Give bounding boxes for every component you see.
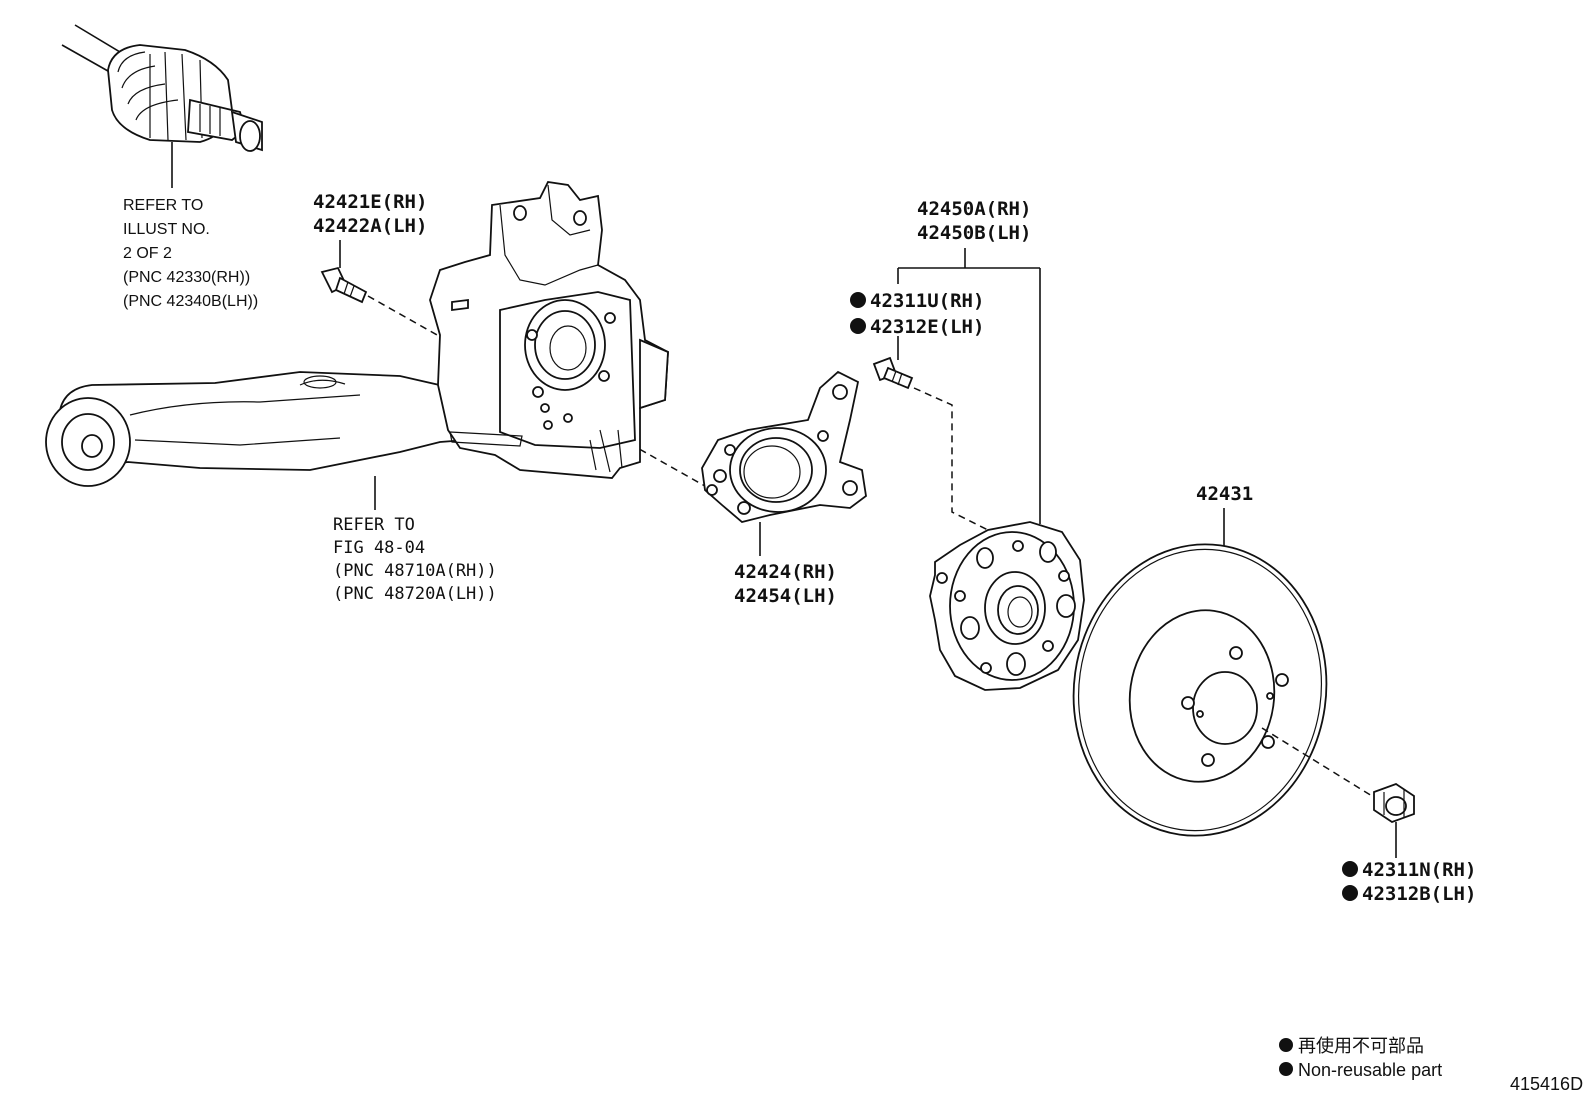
drive-shaft-illustration: [61, 24, 263, 188]
hub-bolt-icon: [872, 356, 914, 390]
shaft-ref-line-4: (PNC 42330(RH)): [123, 269, 250, 286]
legend-bullet-icon: [1279, 1062, 1293, 1076]
shaft-ref-line-2: ILLUST NO.: [123, 221, 210, 238]
carrier-lh-label: 42454(LH): [734, 585, 837, 607]
hub-bolt-lh-label: 42312E(LH): [870, 316, 984, 338]
arm-ref-line-1: REFER TO: [333, 515, 415, 535]
hub-bolt-rh-label: 42311U(RH): [870, 290, 984, 312]
shaft-ref-line-3: 2 OF 2: [123, 245, 172, 262]
arm-ref-line-2: FIG 48-04: [333, 538, 425, 558]
steering-knuckle-illustration: [429, 181, 669, 479]
hub-assy-lh-label: 42450B(LH): [917, 222, 1031, 244]
bolt-a-lh-label: 42422A(LH): [313, 215, 427, 237]
legend-bullet-icon: [1279, 1038, 1293, 1052]
hub-assy-bracket: [897, 248, 1041, 524]
bolt-a-rh-label: 42421E(RH): [313, 191, 427, 213]
carrier-rh-label: 42424(RH): [734, 561, 837, 583]
legend-ja-text: 再使用不可部品: [1298, 1036, 1424, 1056]
hub-nut-icon: [1373, 782, 1415, 824]
non-reusable-bullet-icon: [850, 292, 866, 308]
nut-lh-label: 42312B(LH): [1362, 883, 1476, 905]
nut-rh-item: 42311N(RH): [1342, 859, 1476, 881]
figure-id: 415416D: [1510, 1074, 1583, 1094]
brake-disc-illustration: [1072, 543, 1328, 837]
hub-bolt-lh-item: 42312E(LH): [850, 316, 984, 338]
legend: 再使用不可部品 Non-reusable part: [1279, 1036, 1442, 1080]
legend-en-text: Non-reusable part: [1298, 1060, 1442, 1080]
disc-label: 42431: [1196, 483, 1253, 505]
axle-hub-illustration: [929, 521, 1085, 691]
arm-ref-line-4: (PNC 48720A(LH)): [333, 584, 497, 604]
nut-rh-label: 42311N(RH): [1362, 859, 1476, 881]
carrier-illustration: [701, 370, 867, 523]
hub-bolt-dash-line: [913, 387, 993, 533]
hub-assy-rh-label: 42450A(RH): [917, 198, 1031, 220]
hub-bolt-rh-item: 42311U(RH): [850, 290, 984, 312]
nut-lh-item: 42312B(LH): [1342, 883, 1476, 905]
nut-dash-line: [1261, 727, 1373, 797]
non-reusable-bullet-icon: [850, 318, 866, 334]
shaft-ref-line-1: REFER TO: [123, 197, 203, 214]
shaft-ref-line-5: (PNC 42340B(LH)): [123, 293, 258, 310]
non-reusable-bullet-icon: [1342, 861, 1358, 877]
non-reusable-bullet-icon: [1342, 885, 1358, 901]
arm-ref-line-3: (PNC 48710A(RH)): [333, 561, 497, 581]
knuckle-bolt-icon: [320, 266, 368, 304]
